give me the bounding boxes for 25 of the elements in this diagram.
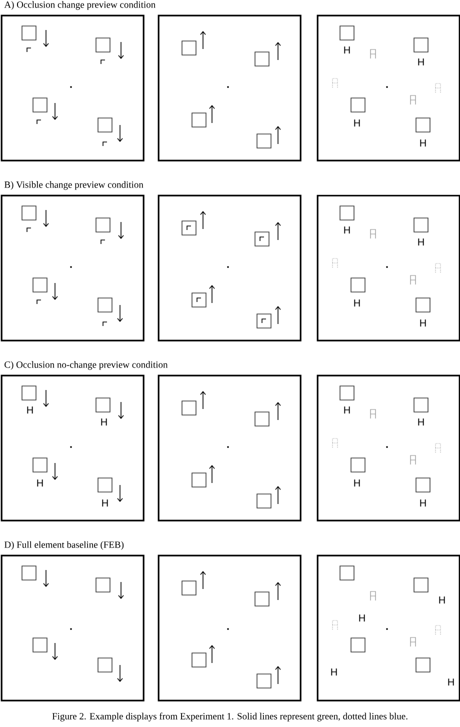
condition-heading: A) Occlusion change preview condition bbox=[4, 1, 156, 10]
letter: H bbox=[420, 320, 426, 326]
condition-heading: B) Visible change preview condition bbox=[4, 181, 144, 190]
letter: H bbox=[101, 418, 107, 426]
letter: H bbox=[354, 300, 360, 306]
letter: H bbox=[420, 140, 426, 146]
letter: H bbox=[344, 226, 350, 234]
figure-caption: Figure 2. Example displays from Experiment 1. Solid lines represent green, dotted lines blue. bbox=[52, 712, 408, 722]
letter: H bbox=[354, 120, 360, 126]
letter: H bbox=[439, 596, 445, 604]
letter: H bbox=[420, 500, 426, 506]
letter: H bbox=[344, 46, 350, 54]
letter: H bbox=[344, 406, 350, 414]
letter: H bbox=[418, 58, 424, 66]
letter: H bbox=[331, 668, 337, 676]
letter: H bbox=[354, 480, 360, 486]
letter: H bbox=[418, 418, 424, 426]
condition-heading: D) Full element baseline (FEB) bbox=[4, 541, 124, 550]
letter: H bbox=[359, 614, 365, 622]
letter: H bbox=[448, 678, 454, 686]
letter: H bbox=[418, 238, 424, 246]
letter: H bbox=[102, 500, 108, 506]
condition-heading: C) Occlusion no-change preview condition bbox=[4, 361, 168, 370]
letter: H bbox=[37, 480, 43, 486]
letter: H bbox=[27, 406, 33, 414]
